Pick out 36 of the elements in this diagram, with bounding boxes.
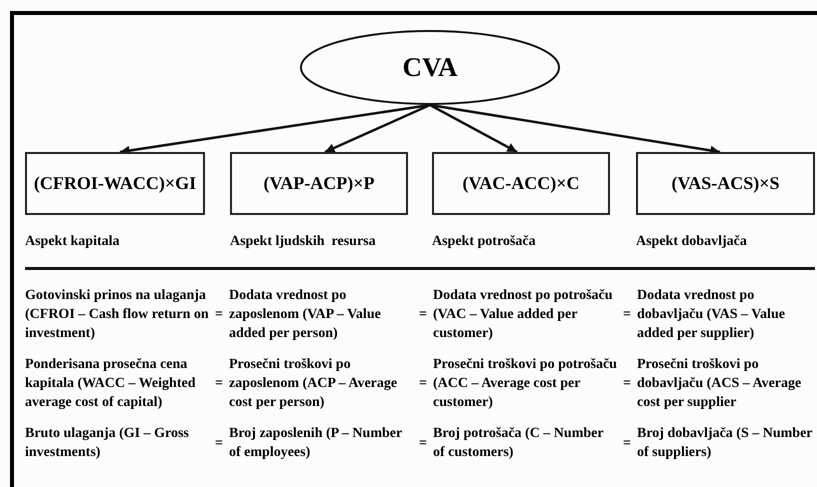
aspect-heading: Aspekt dobavljača bbox=[636, 234, 747, 250]
formula-box bbox=[636, 152, 815, 215]
definition-text: Prosečni troškovi po dobavljaču (ACS – Average cost per supplier bbox=[637, 356, 802, 412]
formula: (CFROI-WACC)×GI bbox=[34, 173, 196, 194]
equals-sign: = bbox=[214, 306, 224, 324]
definition-text: Bruto ulaganja (GI – Gross investments) bbox=[25, 425, 190, 462]
equals-sign: = bbox=[622, 375, 632, 393]
equals-sign: = bbox=[214, 375, 224, 393]
formula-box bbox=[25, 152, 205, 215]
aspect-heading: Aspekt kapitala bbox=[25, 234, 120, 250]
equals-sign: = bbox=[418, 306, 428, 324]
formula: (VAC-ACC)×C bbox=[462, 173, 580, 194]
definition-text: Gotovinski prinos na ulaganja (CFROI – Cash flow return on investment) bbox=[25, 287, 209, 343]
definition-text: Dodata vrednost po zaposlenom (VAP – Value added per person) bbox=[229, 287, 382, 343]
definition-text: Prosečni troškovi po potrošaču (ACC – Average cost per customer) bbox=[433, 356, 617, 412]
aspect-heading: Aspekt potrošača bbox=[432, 234, 536, 250]
definition-text: Broj zaposlenih (P – Number of employees) bbox=[229, 425, 403, 462]
definition-text: Broj dobavljača (S – Number of suppliers) bbox=[637, 425, 814, 462]
aspect-heading: Aspekt ljudskih resursa bbox=[230, 234, 376, 250]
definition-text: Dodata vrednost po dobavljaču (VAS – Value added per supplier) bbox=[637, 287, 786, 343]
equals-sign: = bbox=[418, 375, 428, 393]
formula-box bbox=[230, 152, 408, 215]
formula-box bbox=[432, 152, 610, 215]
equals-sign: = bbox=[418, 434, 428, 452]
definition-text: Ponderisana prosečna cena kapitala (WACC – Weighted average cost of capital) bbox=[25, 356, 196, 412]
definition-text: Dodata vrednost po potrošaču (VAC – Value added per customer) bbox=[433, 287, 614, 343]
equals-sign: = bbox=[214, 434, 224, 452]
equals-sign: = bbox=[622, 434, 632, 452]
equals-sign: = bbox=[622, 306, 632, 324]
formula: (VAP-ACP)×P bbox=[264, 173, 374, 194]
arrow bbox=[429, 104, 518, 154]
formula: (VAS-ACS)×S bbox=[672, 173, 780, 194]
oval-label: CVA bbox=[402, 52, 458, 83]
definition-text: Broj potrošača (C – Number of customers) bbox=[433, 425, 604, 462]
arrow bbox=[324, 104, 430, 154]
definition-text: Prosečni troškovi po zaposlenom (ACP – Average cost per person) bbox=[229, 356, 398, 412]
